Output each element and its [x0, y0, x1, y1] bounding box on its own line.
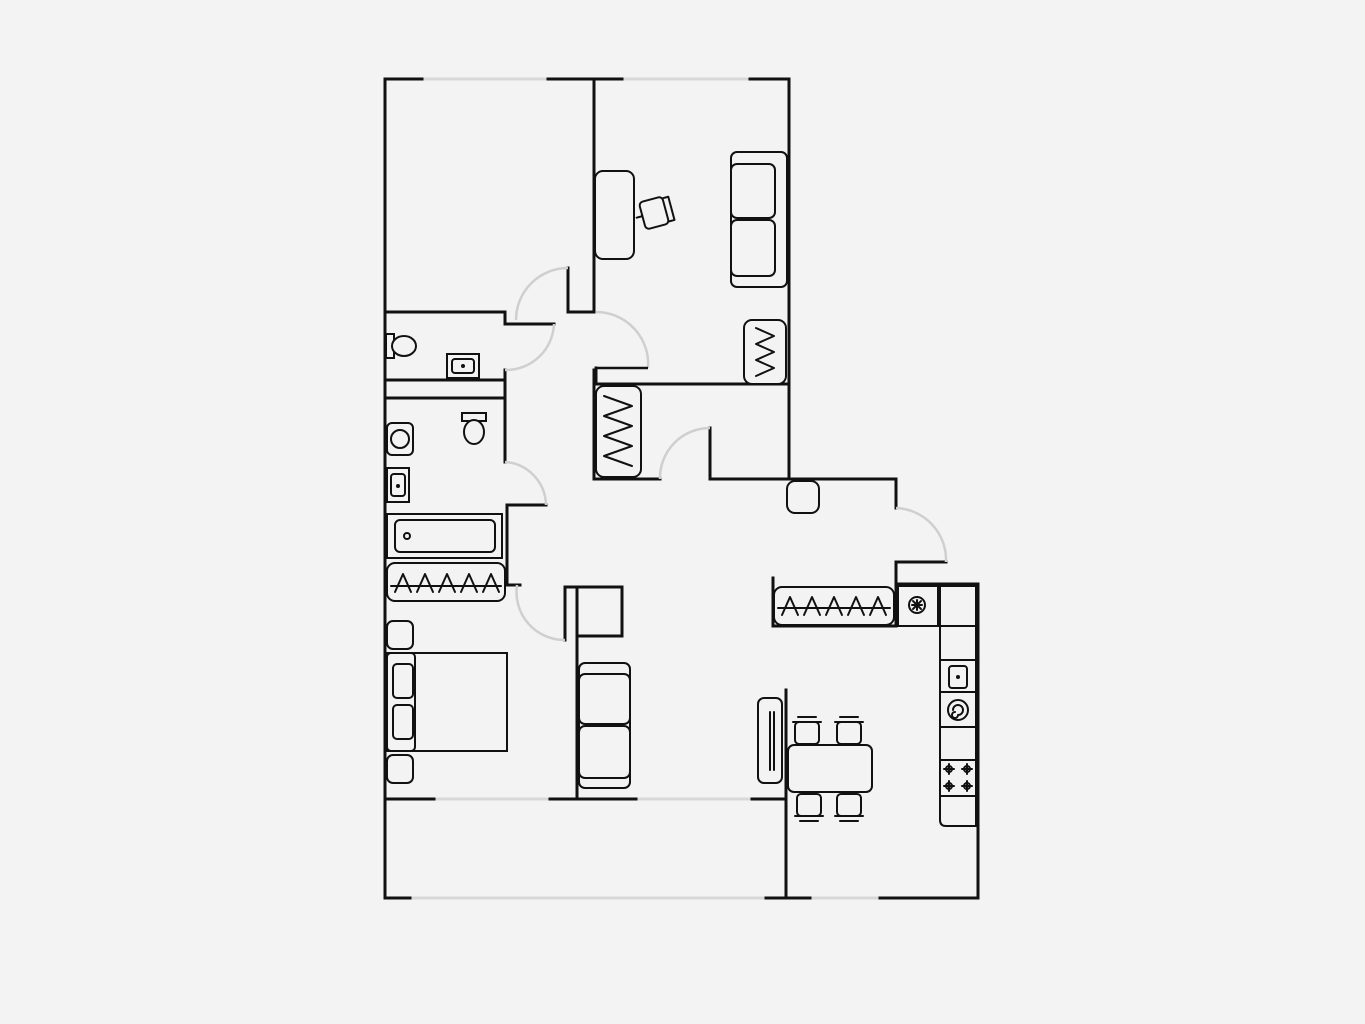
door-swing-bath — [504, 460, 548, 506]
wall-bedroom-top — [563, 585, 624, 642]
dining-table — [787, 744, 873, 793]
bed-icon — [386, 652, 508, 752]
wall-wc-top — [383, 310, 556, 326]
desk — [594, 170, 635, 260]
doors — [504, 266, 948, 642]
hall-wardrobe-right — [773, 586, 895, 626]
wall-closet-office — [594, 366, 791, 386]
tv-cabinet — [757, 697, 783, 784]
door-swing-top-left — [514, 266, 569, 321]
windows — [410, 77, 880, 900]
outer-wall-top-right — [748, 77, 898, 510]
outer-wall-top — [383, 77, 424, 314]
bath-sink-icon — [386, 467, 410, 503]
toilet-icon — [385, 333, 417, 359]
office-sofa — [730, 151, 788, 288]
bathtub-icon — [386, 513, 503, 559]
wc-sink-icon — [446, 353, 480, 379]
wall-closet-hall — [592, 368, 662, 481]
nightstand-bottom — [386, 754, 414, 784]
door-swing-bedroom — [515, 584, 566, 642]
closet-wardrobe — [595, 385, 642, 478]
kitchen-sink-icon — [948, 665, 968, 689]
door-swing-kitchen — [895, 506, 948, 563]
hall-cabinet — [786, 480, 820, 514]
door-swing-office — [595, 310, 650, 369]
bath-toilet-icon — [461, 412, 487, 445]
living-sofa — [578, 662, 631, 789]
dining-chair-icon — [792, 716, 864, 822]
door-swing-closet — [658, 426, 711, 480]
office-wardrobe — [743, 319, 787, 385]
fridge-icon — [897, 585, 939, 627]
walls — [383, 77, 980, 900]
hall-wardrobe-left — [386, 562, 506, 602]
outer-wall-bottom-right — [878, 560, 980, 900]
nightstand-top — [386, 620, 414, 650]
shower-icon — [386, 422, 414, 456]
door-swing-wc — [504, 323, 556, 372]
stove-icon — [943, 763, 973, 792]
office-chair-icon — [635, 195, 676, 230]
wall-left-room-bottom — [566, 266, 596, 314]
wall-bath-right — [505, 503, 548, 587]
wall-closet-hall-right — [708, 426, 791, 481]
washer-icon — [947, 699, 969, 721]
